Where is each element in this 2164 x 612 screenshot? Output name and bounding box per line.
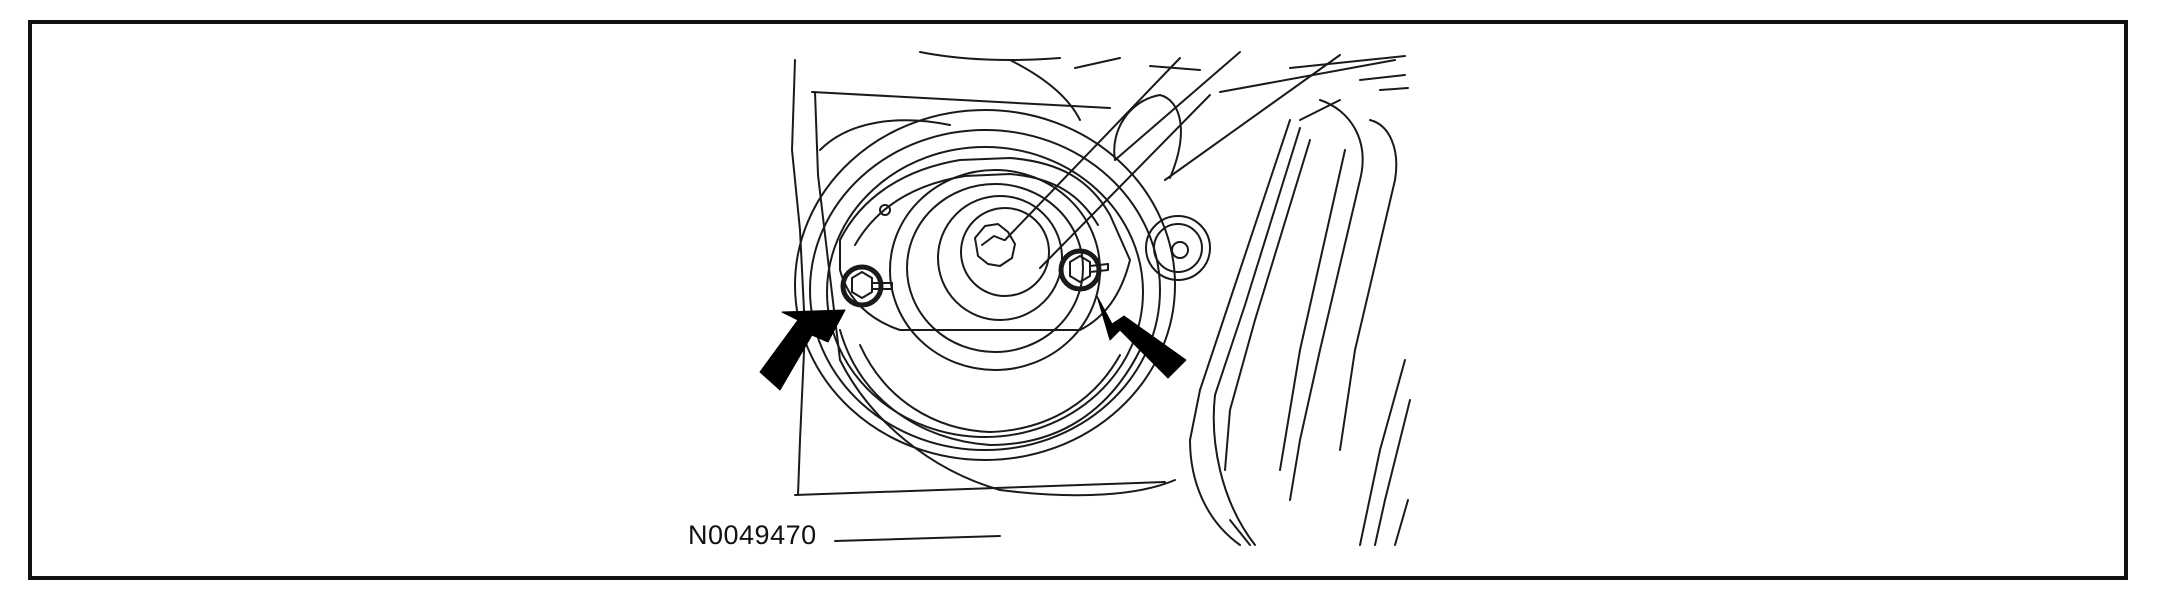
right-nut <box>1058 248 1109 292</box>
figure-id-label: N0049470 <box>688 520 817 550</box>
figure-id-leader-line <box>834 535 1001 542</box>
right-arrow-icon <box>1096 295 1187 379</box>
column-bezel-rings <box>794 109 1176 461</box>
left-nut <box>840 264 893 308</box>
figure-frame <box>28 20 2128 580</box>
column-collar <box>889 169 1101 371</box>
intermediate-shaft <box>1004 51 1406 269</box>
housing-outline <box>791 51 1201 497</box>
access-plug <box>1145 215 1211 281</box>
side-trim-panel <box>1189 74 1411 546</box>
pointer-arrows <box>759 295 1187 391</box>
left-arrow-icon <box>759 309 846 391</box>
mounting-flange <box>839 157 1131 331</box>
